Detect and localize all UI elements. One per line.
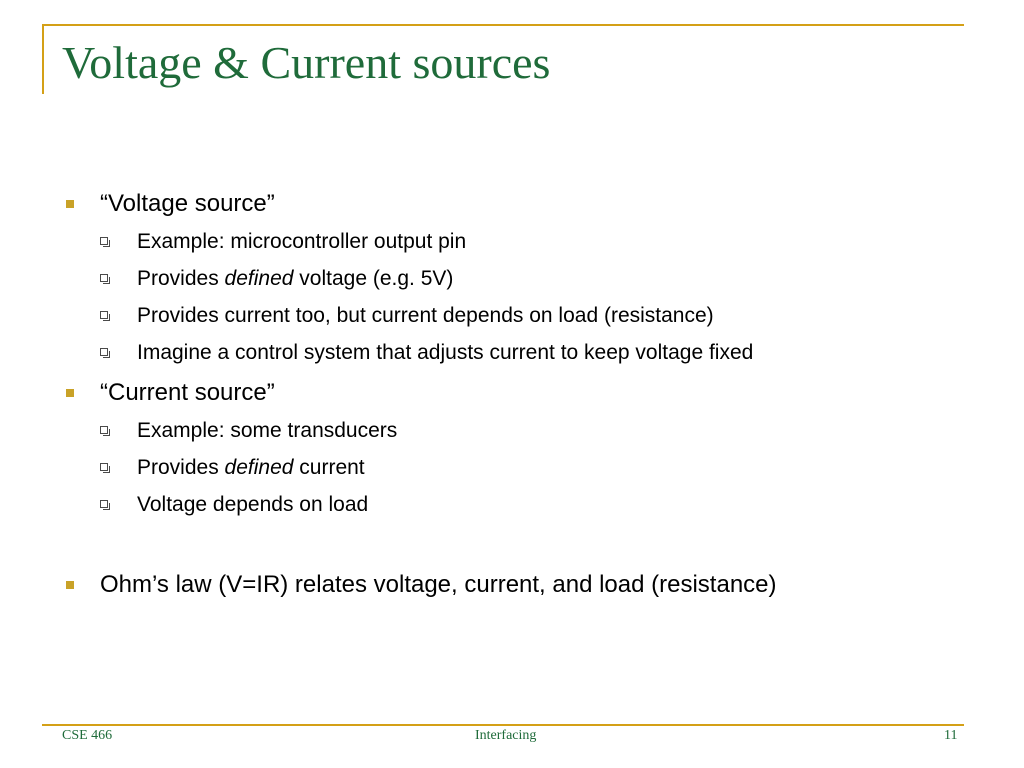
sub-item: Voltage depends on load <box>137 493 369 516</box>
sub-item: Imagine a control system that adjusts cu… <box>137 341 754 364</box>
sub-item: Provides defined voltage (e.g. 5V) <box>137 267 454 290</box>
slide-content: “Voltage source” Example: microcontrolle… <box>66 190 777 598</box>
footer-line <box>42 724 964 726</box>
bullet-item-voltage-source: “Voltage source” <box>100 190 275 217</box>
box-bullet-icon <box>100 463 110 473</box>
sub-item: Provides defined current <box>137 456 365 479</box>
left-frame-line <box>42 24 44 94</box>
sub-item: Example: some transducers <box>137 419 398 442</box>
box-bullet-icon <box>100 274 110 284</box>
footer-topic: Interfacing <box>475 728 537 743</box>
square-bullet-icon <box>66 200 74 208</box>
bullet-item-current-source: “Current source” <box>100 379 275 406</box>
box-bullet-icon <box>100 500 110 510</box>
footer-course: CSE 466 <box>62 728 113 743</box>
footer-page-number: 11 <box>944 728 958 743</box>
square-bullet-icon <box>66 581 74 589</box>
bullet-item-ohms-law: Ohm’s law (V=IR) relates voltage, curren… <box>100 571 777 598</box>
box-bullet-icon <box>100 237 110 247</box>
emphasis-text: defined <box>224 456 294 479</box>
sub-item: Provides current too, but current depend… <box>137 304 714 327</box>
square-bullet-icon <box>66 389 74 397</box>
slide-title: Voltage & Current sources <box>62 37 551 88</box>
sub-item: Example: microcontroller output pin <box>137 230 467 253</box>
box-bullet-icon <box>100 348 110 358</box>
emphasis-text: defined <box>224 267 294 290</box>
top-frame-line <box>42 24 964 26</box>
box-bullet-icon <box>100 311 110 321</box>
box-bullet-icon <box>100 426 110 436</box>
